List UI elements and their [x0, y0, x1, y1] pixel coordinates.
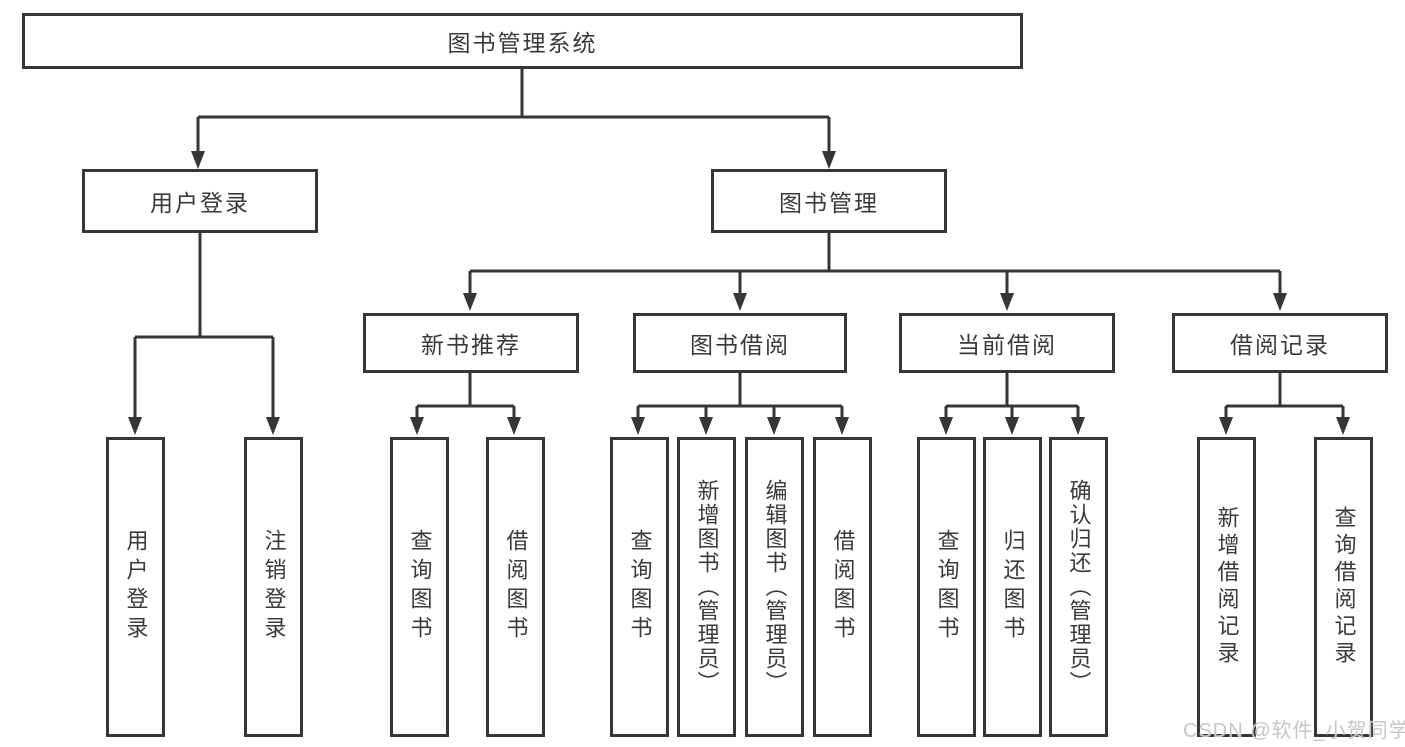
leaf-records-add-label: 新增借阅记录 — [1214, 506, 1240, 668]
new-book-recommend-children-connector — [410, 373, 521, 435]
leaf-records-query-label: 查询借阅记录 — [1331, 506, 1357, 668]
book-management-children-connector — [463, 233, 1287, 311]
leaf-current-confirm-admin-label: 确认归还（管理员） — [1066, 479, 1092, 695]
leaf-borrow-edit-admin-label: 编辑图书（管理员） — [762, 479, 788, 695]
user-login-children-connector — [128, 233, 280, 435]
module-current-borrow: 当前借阅 — [899, 313, 1115, 373]
leaf-current-confirm-admin: 确认归还（管理员） — [1049, 437, 1108, 737]
leaf-borrow-query-label: 查询图书 — [627, 529, 653, 645]
leaf-user-login-label: 用户登录 — [123, 529, 149, 645]
leaf-records-query: 查询借阅记录 — [1314, 437, 1373, 737]
borrow-records-children-connector — [1219, 373, 1350, 435]
leaf-borrow-add-admin-label: 新增图书（管理员） — [694, 479, 720, 695]
current-borrow-children-connector — [939, 373, 1085, 435]
branch-user-login: 用户登录 — [82, 169, 318, 233]
leaf-current-return-label: 归还图书 — [1000, 529, 1026, 645]
leaf-newbook-borrow-label: 借阅图书 — [503, 529, 529, 645]
leaf-borrow-lend: 借阅图书 — [813, 437, 872, 737]
leaf-borrow-query: 查询图书 — [610, 437, 669, 737]
leaf-records-add: 新增借阅记录 — [1197, 437, 1256, 737]
root-to-branches-connector — [191, 69, 836, 169]
leaf-current-return: 归还图书 — [983, 437, 1042, 737]
leaf-user-login: 用户登录 — [106, 437, 165, 737]
leaf-newbook-query: 查询图书 — [390, 437, 449, 737]
leaf-current-query: 查询图书 — [917, 437, 976, 737]
book-borrow-children-connector — [631, 373, 849, 435]
module-borrow-records: 借阅记录 — [1172, 313, 1388, 373]
module-new-book-recommend: 新书推荐 — [363, 313, 579, 373]
leaf-logout: 注销登录 — [244, 437, 303, 737]
leaf-newbook-query-label: 查询图书 — [407, 529, 433, 645]
leaf-borrow-edit-admin: 编辑图书（管理员） — [745, 437, 804, 737]
csdn-watermark: CSDN @软件_小贺同学 — [1183, 720, 1405, 742]
branch-book-management: 图书管理 — [711, 169, 947, 233]
leaf-newbook-borrow: 借阅图书 — [486, 437, 545, 737]
module-book-borrow: 图书借阅 — [633, 313, 847, 373]
leaf-borrow-add-admin: 新增图书（管理员） — [677, 437, 736, 737]
leaf-current-query-label: 查询图书 — [934, 529, 960, 645]
leaf-logout-label: 注销登录 — [261, 529, 287, 645]
leaf-borrow-lend-label: 借阅图书 — [830, 529, 856, 645]
root-node-library-management-system: 图书管理系统 — [22, 13, 1023, 69]
